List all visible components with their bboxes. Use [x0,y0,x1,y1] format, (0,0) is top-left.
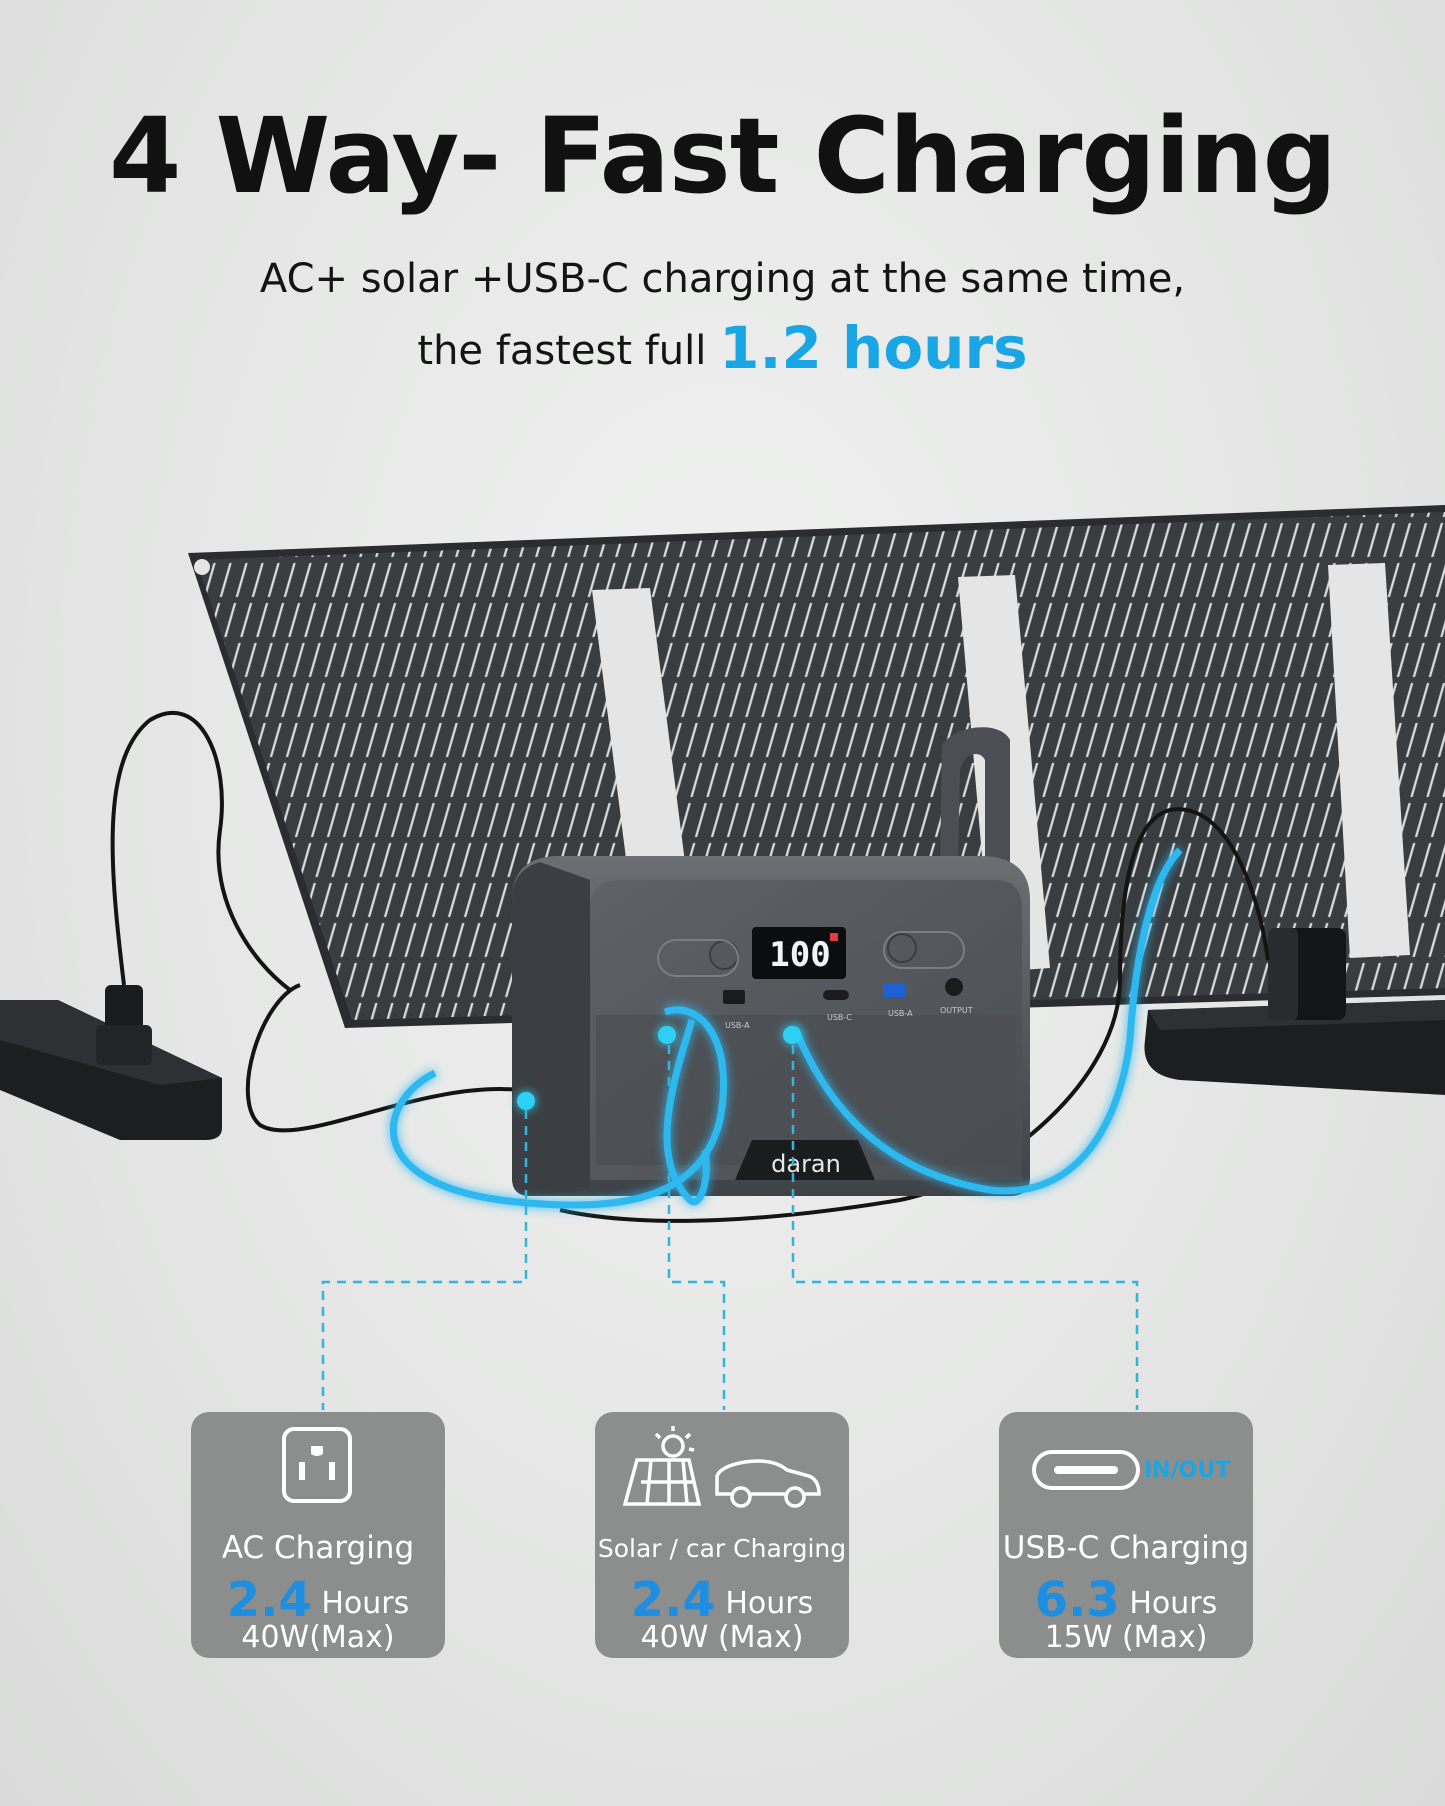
subheadline: AC+ solar +USB-C charging at the same ti… [259,256,1186,302]
headline: 4 Way- Fast Charging [108,95,1337,217]
usb-c-charging-card: IN/OUT USB-C Charging 6.3 Hours 15W (Max… [999,1412,1253,1658]
solar-car-charging-unit: Hours [725,1586,814,1621]
usb-c-charging-time: 6.3 Hours [999,1572,1253,1628]
port-label-usb-a: USB-A [725,1021,750,1030]
battery-display: 100 [769,935,830,975]
power-strip-left [0,985,222,1140]
port-label-output: OUTPUT [940,1006,973,1015]
usb-c-charging-label: USB-C Charging [1002,1530,1250,1566]
solar-car-charging-card: Solar / car Charging 2.4 Hours 40W (Max) [595,1412,849,1658]
port-label-usb-a-2: USB-A [888,1009,913,1018]
port-highlights [517,1026,801,1110]
solar-car-charging-time: 2.4 Hours [595,1572,849,1628]
usb-c-charging-unit: Hours [1129,1586,1218,1621]
solar-car-charging-power: 40W (Max) [640,1620,804,1655]
power-strip-right [1144,928,1445,1095]
solar-car-charging-label: Solar / car Charging [597,1534,847,1563]
subheadline-fastest: the fastest full 1.2 hours [0,314,1445,382]
ac-charging-hours: 2.4 [226,1572,312,1628]
usb-c-icon [1032,1450,1140,1490]
fastest-time-highlight: 1.2 hours [719,314,1028,382]
solar-panel [188,505,1445,1028]
usb-c-charging-power: 15W (Max) [1044,1620,1208,1655]
brand-logo: daran [771,1150,841,1178]
in-out-tag: IN/OUT [1144,1458,1231,1483]
ac-charging-card: AC Charging 2.4 Hours 40W(Max) [191,1412,445,1658]
solar-car-icon [622,1426,821,1508]
ac-charging-label: AC Charging [221,1530,415,1566]
usb-c-charging-hours: 6.3 [1034,1572,1120,1628]
subheadline-prefix: the fastest full [417,328,707,374]
blue-cables [390,847,1183,1209]
ac-outlet-icon [282,1427,352,1503]
ac-charging-power: 40W(Max) [241,1620,395,1655]
port-label-usb-c: USB-C [827,1013,852,1022]
ac-charging-time: 2.4 Hours [191,1572,445,1628]
connector-lines [321,1045,1139,1410]
solar-car-charging-hours: 2.4 [630,1572,716,1628]
ac-charging-unit: Hours [321,1586,410,1621]
black-cables [110,711,1270,1223]
